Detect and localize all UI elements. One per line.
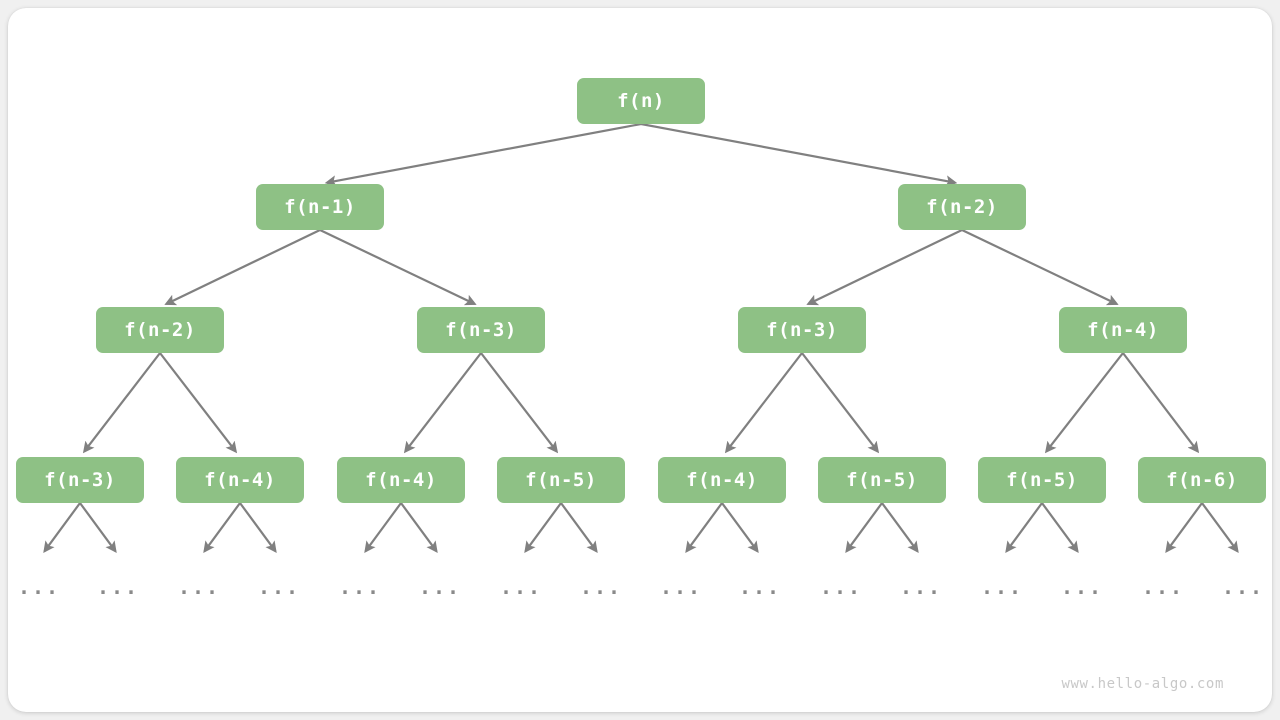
tree-node-label: f(n-3) [766, 318, 838, 341]
ellipsis-marker-13: ... [1060, 575, 1104, 599]
tree-node-n10: f(n-5) [497, 457, 625, 503]
ellipsis-marker-7: ... [579, 575, 623, 599]
tree-node-n1: f(n-1) [256, 184, 384, 230]
tree-node-label: f(n-5) [525, 468, 597, 491]
tree-node-label: f(n-2) [124, 318, 196, 341]
tree-node-label: f(n-4) [686, 468, 758, 491]
tree-node-label: f(n-4) [1087, 318, 1159, 341]
ellipsis-marker-6: ... [499, 575, 543, 599]
ellipsis-marker-12: ... [980, 575, 1024, 599]
tree-node-n11: f(n-4) [658, 457, 786, 503]
tree-node-n14: f(n-6) [1138, 457, 1266, 503]
ellipsis-marker-3: ... [257, 575, 301, 599]
tree-node-n7: f(n-3) [16, 457, 144, 503]
ellipsis-marker-11: ... [899, 575, 943, 599]
tree-node-n6: f(n-4) [1059, 307, 1187, 353]
ellipsis-marker-8: ... [659, 575, 703, 599]
tree-node-label: f(n-1) [284, 195, 356, 218]
ellipsis-marker-1: ... [96, 575, 140, 599]
tree-node-label: f(n-3) [445, 318, 517, 341]
ellipsis-marker-10: ... [819, 575, 863, 599]
ellipsis-marker-15: ... [1221, 575, 1265, 599]
tree-node-label: f(n) [617, 89, 665, 112]
ellipsis-marker-0: ... [17, 575, 61, 599]
tree-node-label: f(n-3) [44, 468, 116, 491]
tree-node-label: f(n-6) [1166, 468, 1238, 491]
watermark: www.hello-algo.com [1061, 676, 1224, 692]
ellipsis-marker-4: ... [338, 575, 382, 599]
tree-node-n4: f(n-3) [417, 307, 545, 353]
tree-node-label: f(n-4) [365, 468, 437, 491]
tree-node-label: f(n-5) [1006, 468, 1078, 491]
tree-node-n2: f(n-2) [898, 184, 1026, 230]
tree-node-n8: f(n-4) [176, 457, 304, 503]
tree-node-n9: f(n-4) [337, 457, 465, 503]
ellipsis-marker-5: ... [418, 575, 462, 599]
tree-node-label: f(n-4) [204, 468, 276, 491]
tree-node-n5: f(n-3) [738, 307, 866, 353]
tree-node-n13: f(n-5) [978, 457, 1106, 503]
tree-node-n12: f(n-5) [818, 457, 946, 503]
ellipsis-marker-14: ... [1141, 575, 1185, 599]
ellipsis-marker-2: ... [177, 575, 221, 599]
tree-node-label: f(n-5) [846, 468, 918, 491]
ellipsis-marker-9: ... [738, 575, 782, 599]
tree-node-n3: f(n-2) [96, 307, 224, 353]
tree-node-n0: f(n) [577, 78, 705, 124]
tree-node-label: f(n-2) [926, 195, 998, 218]
